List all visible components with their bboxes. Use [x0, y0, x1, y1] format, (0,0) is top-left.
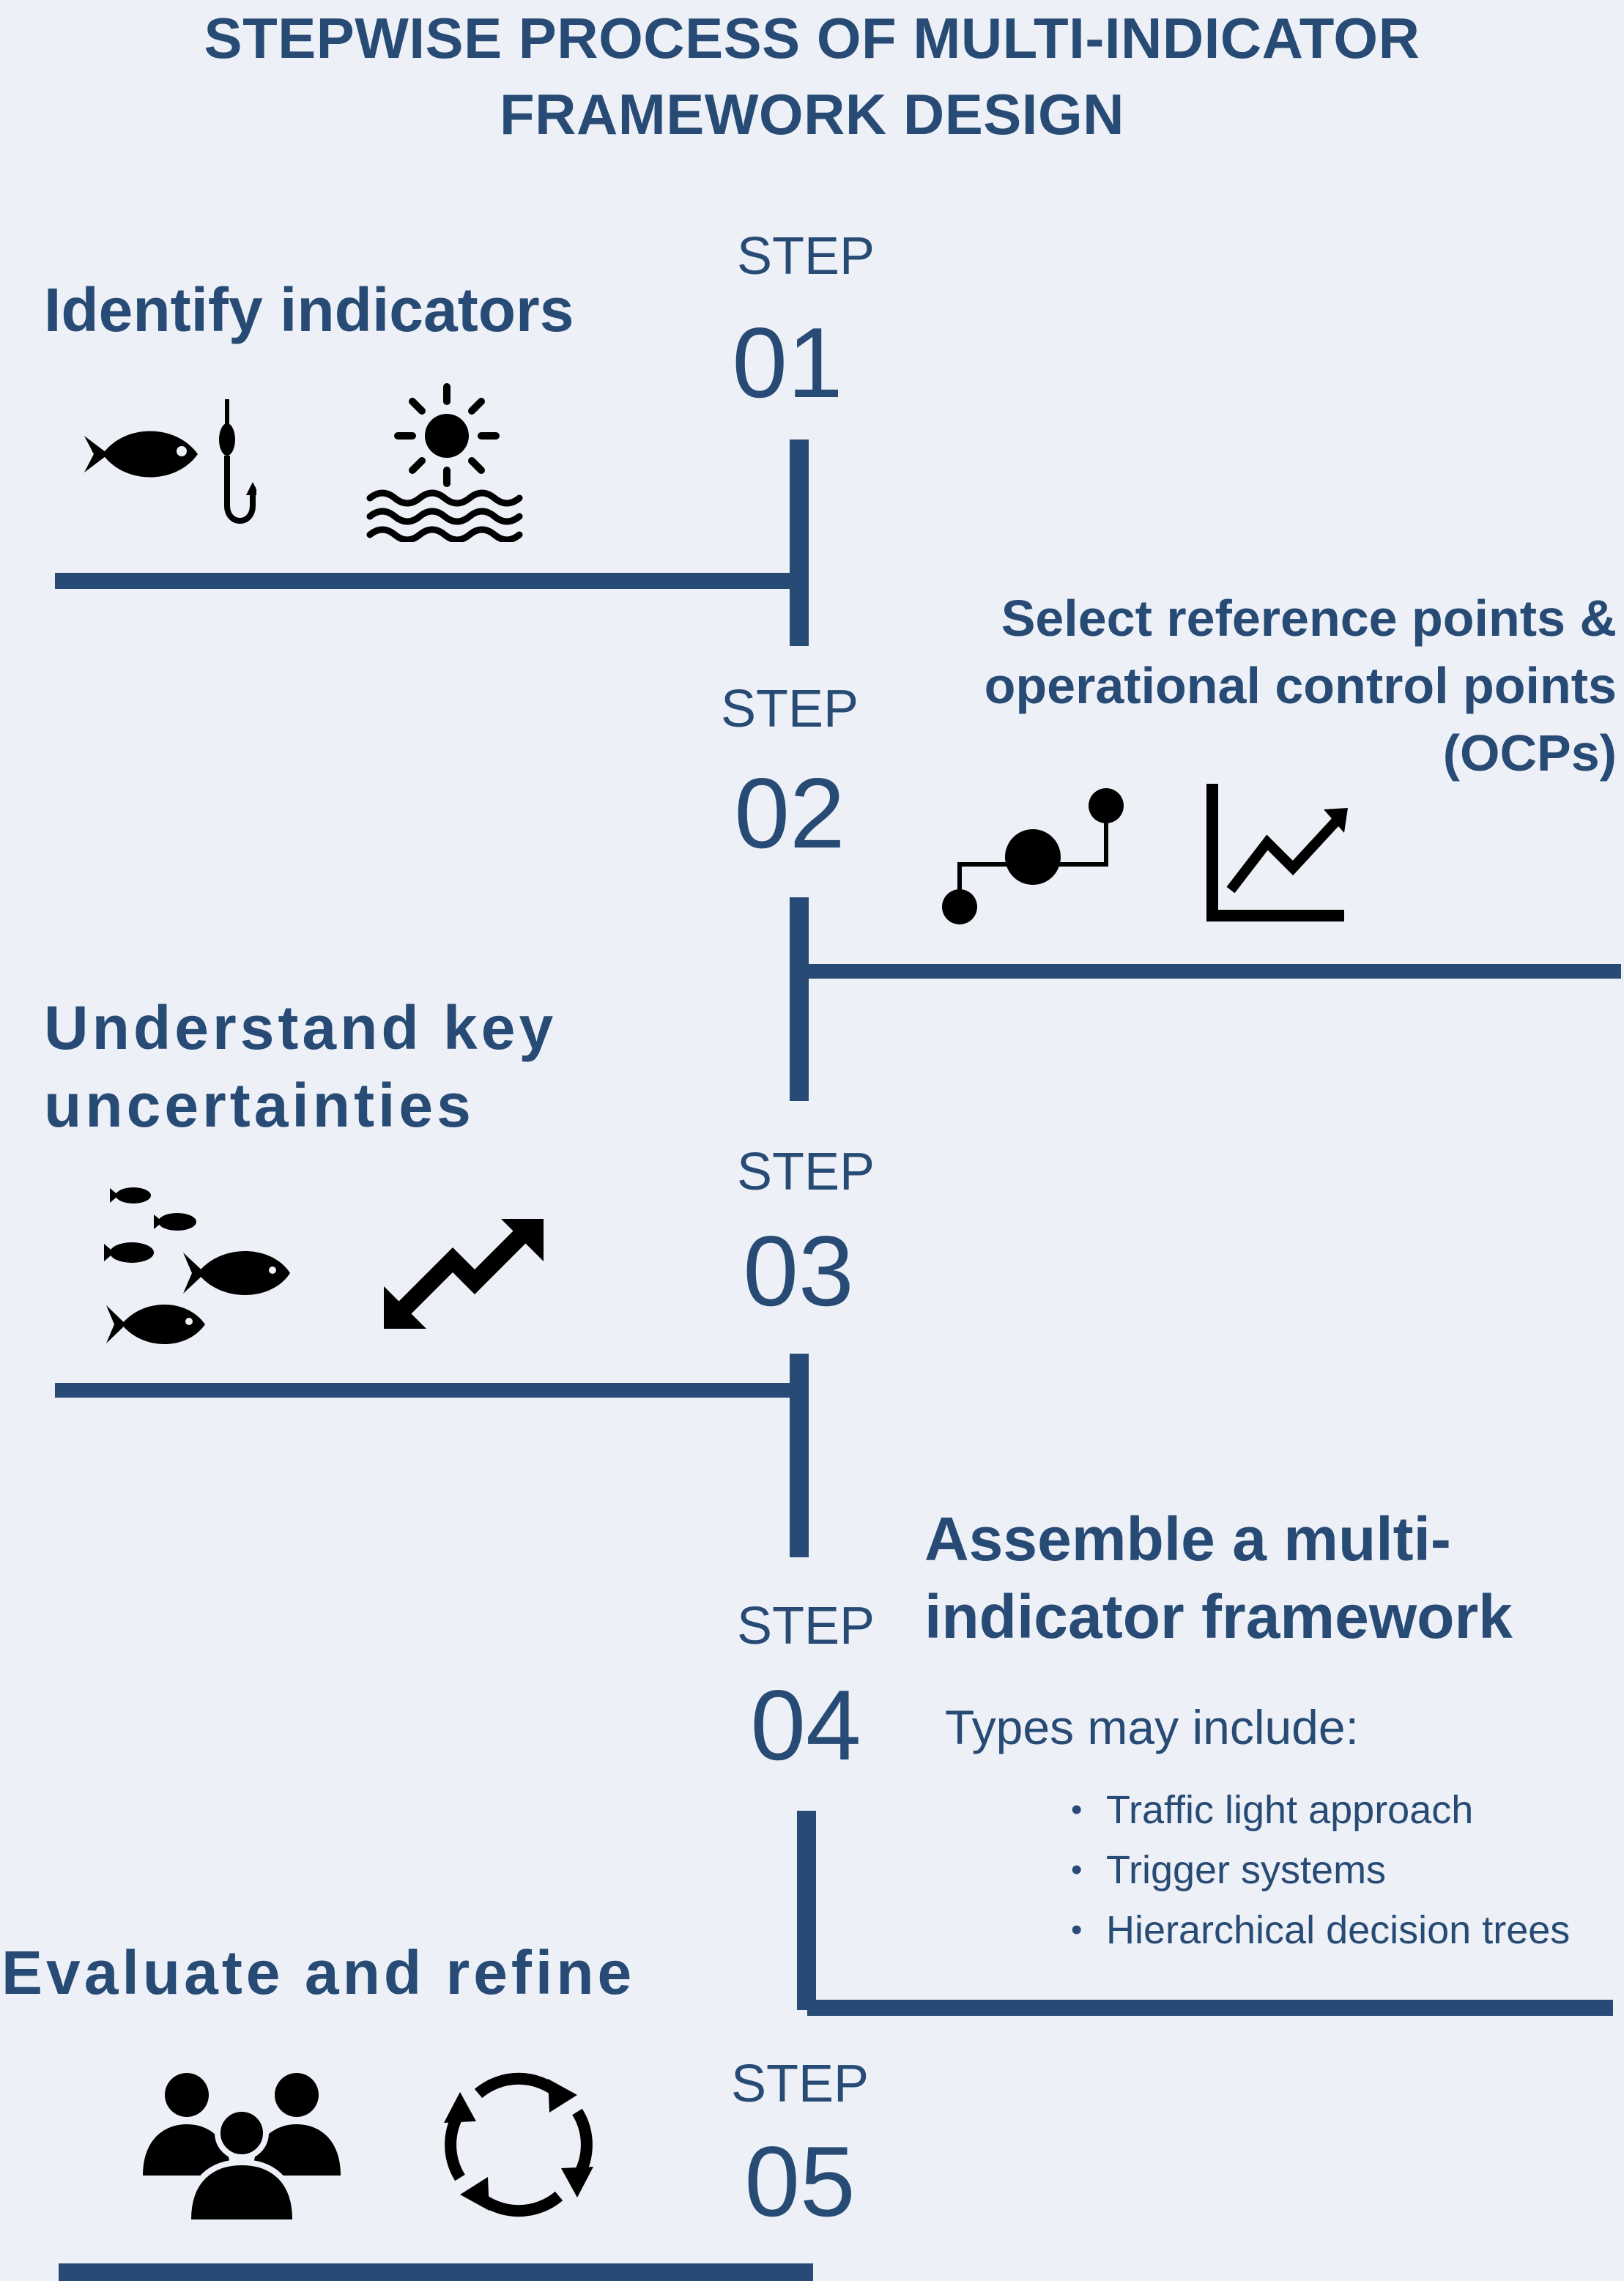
step-4-heading-line-2: indicator framework: [924, 1582, 1513, 1651]
cycle-arrows-icon: [444, 2072, 593, 2217]
step-3-underline: [55, 1383, 798, 1398]
step-3-heading: Understand key uncertainties: [44, 989, 557, 1144]
step-5-label: STEP: [730, 2055, 870, 2113]
sun-water-icon: [366, 383, 523, 542]
step-1-number: 01: [732, 307, 843, 418]
fish-school-icon: [104, 1187, 290, 1344]
zigzag-arrow-icon: [384, 1219, 544, 1329]
step-2-heading-line-2: operational control points: [984, 657, 1617, 714]
step-2-heading-line-1: Select reference points &: [1001, 590, 1617, 647]
list-item: Traffic light approach: [1071, 1780, 1570, 1840]
step-3-number: 03: [743, 1215, 854, 1327]
step-4-heading: Assemble a multi- indicator framework: [924, 1500, 1513, 1655]
title-line-1: STEPWISE PROCESS OF MULTI-INDICATOR: [204, 6, 1420, 70]
people-group-icon: [143, 2073, 341, 2219]
step-2-heading: Select reference points & operational co…: [985, 585, 1617, 787]
timeline-segment-1: [790, 439, 809, 646]
timeline-segment-4: [797, 1811, 816, 2010]
types-label: Types may include:: [945, 1700, 1359, 1754]
step-5-underline: [59, 2263, 813, 2281]
step-4-underline: [807, 2000, 1613, 2016]
step-1-underline: [55, 573, 798, 589]
step-2-heading-line-3: (OCPs): [1442, 724, 1617, 782]
step-1-heading: Identify indicators: [44, 275, 574, 344]
line-chart-icon: [1206, 784, 1348, 921]
list-item: Trigger systems: [1071, 1840, 1570, 1900]
step-2-label: STEP: [720, 680, 859, 738]
step-3-heading-line-1: Understand key: [44, 993, 557, 1062]
step-1-label: STEP: [736, 227, 875, 286]
step-3-heading-line-2: uncertainties: [44, 1071, 475, 1140]
fish-hook-icon: [84, 399, 256, 524]
connected-points-icon: [942, 788, 1124, 924]
timeline-segment-2: [790, 897, 809, 1101]
step-3-label: STEP: [736, 1143, 875, 1201]
list-item: Hierarchical decision trees: [1071, 1900, 1570, 1960]
step-2-number: 02: [734, 757, 845, 869]
step-2-underline: [800, 964, 1621, 979]
step-4-label: STEP: [736, 1597, 875, 1655]
step-4-number: 04: [750, 1669, 861, 1781]
framework-types-list: Traffic light approach Trigger systems H…: [1071, 1780, 1570, 1960]
step-4-heading-line-1: Assemble a multi-: [924, 1505, 1451, 1573]
step-5-heading: Evaluate and refine: [1, 1938, 636, 2007]
title-line-2: FRAMEWORK DESIGN: [500, 82, 1124, 146]
diagram-title: STEPWISE PROCESS OF MULTI-INDICATOR FRAM…: [0, 0, 1624, 152]
step-5-number: 05: [744, 2126, 856, 2237]
